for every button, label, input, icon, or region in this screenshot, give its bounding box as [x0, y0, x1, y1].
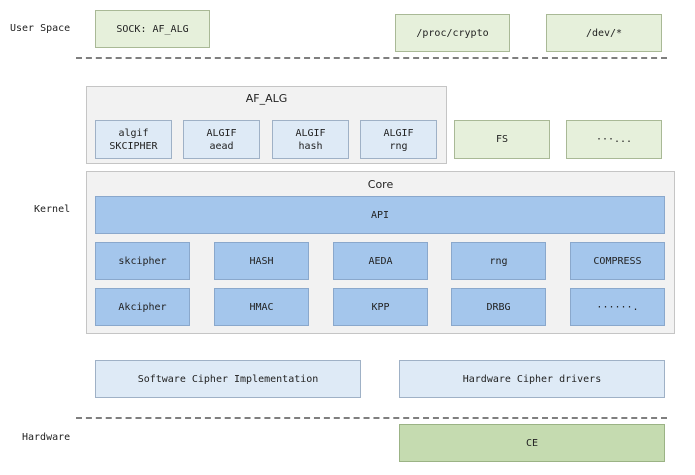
core-title: Core [367, 178, 394, 191]
af-alg-item-line2: rng [389, 140, 408, 152]
proc-crypto-box: /proc/crypto [395, 14, 510, 52]
core-rng-box: rng [451, 242, 546, 280]
core-item-label: COMPRESS [593, 255, 642, 267]
af-alg-item-line1: ALGIF [206, 127, 237, 139]
ellipsis-label-top: ···... [595, 134, 633, 145]
fs-label: FS [495, 134, 509, 145]
dev-label: /dev/* [585, 27, 623, 39]
af-alg-item-line2: hash [298, 140, 323, 152]
core-item-label: rng [489, 255, 508, 267]
layer-label-kernel: Kernel [34, 204, 71, 215]
user-kernel-divider [76, 57, 667, 59]
layer-label-hardware: Hardware [22, 432, 71, 443]
core-item-label: HASH [249, 255, 274, 267]
hardware-cipher-label: Hardware Cipher drivers [462, 373, 602, 385]
api-label: API [370, 209, 390, 221]
sock-af-alg-label: SOCK: AF_ALG [116, 23, 189, 35]
core-item-label: skcipher [118, 255, 167, 267]
software-cipher-box: Software Cipher Implementation [95, 360, 361, 398]
af-alg-item-line2: SKCIPHER [109, 140, 158, 152]
hardware-cipher-box: Hardware Cipher drivers [399, 360, 665, 398]
core-akcipher-box: Akcipher [95, 288, 190, 326]
core-drbg-box: DRBG [451, 288, 546, 326]
af-alg-item-line1: ALGIF [295, 127, 326, 139]
api-box: API [95, 196, 665, 234]
af-alg-item-line1: algif [118, 127, 149, 139]
dev-box: /dev/* [546, 14, 662, 52]
proc-crypto-label: /proc/crypto [416, 27, 489, 39]
software-cipher-label: Software Cipher Implementation [137, 373, 319, 385]
core-item-label: KPP [371, 301, 390, 313]
core-item-label: HMAC [249, 301, 274, 313]
core-item-label: ······. [596, 301, 639, 313]
layer-label-user-space: User Space [10, 23, 71, 34]
core-item-label: DRBG [486, 301, 511, 313]
core-skcipher-box: skcipher [95, 242, 190, 280]
core-hmac-box: HMAC [214, 288, 309, 326]
fs-box: FS [454, 120, 550, 159]
af-alg-item-line2: aead [209, 140, 234, 152]
core-item-label: AEDA [368, 255, 393, 267]
core-aeda-box: AEDA [333, 242, 428, 280]
ellipsis-box-top: ···... [566, 120, 662, 159]
ce-label: CE [525, 437, 539, 449]
core-hash-box: HASH [214, 242, 309, 280]
kernel-hardware-divider [76, 417, 667, 419]
ce-box: CE [399, 424, 665, 462]
af-alg-title: AF_ALG [245, 92, 288, 105]
core-item-label: Akcipher [118, 301, 167, 313]
core-ellipsis-box: ······. [570, 288, 665, 326]
core-compress-box: COMPRESS [570, 242, 665, 280]
sock-af-alg-box: SOCK: AF_ALG [95, 10, 210, 48]
core-kpp-box: KPP [333, 288, 428, 326]
af-alg-item-line1: ALGIF [383, 127, 414, 139]
